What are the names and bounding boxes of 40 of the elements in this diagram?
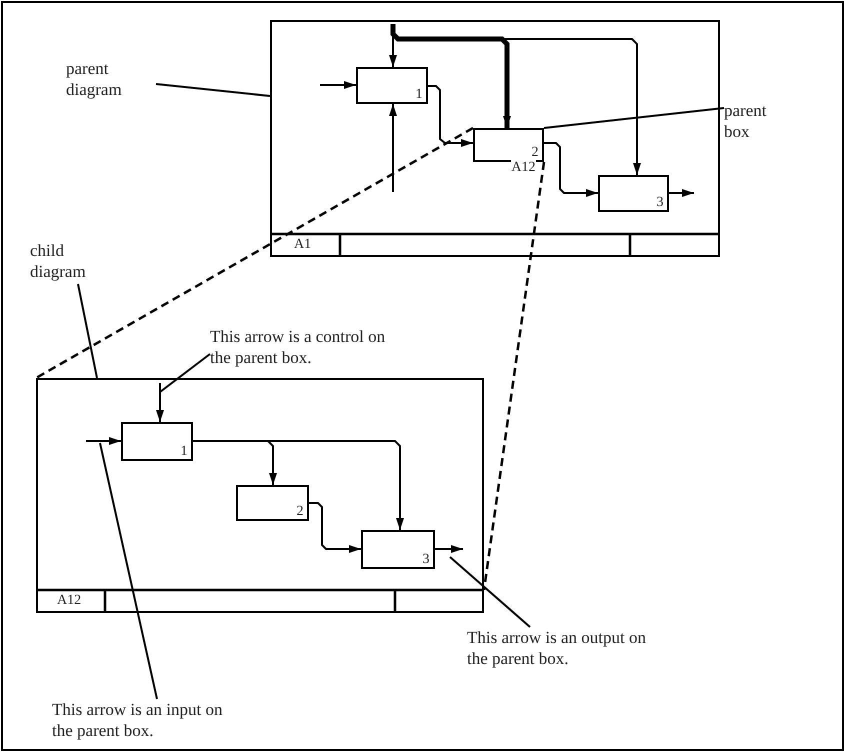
box-number: 1 xyxy=(180,444,188,458)
diagram-frame xyxy=(270,20,720,257)
callout-text: This arrow is an input on the parent box. xyxy=(52,699,227,743)
box-number: 3 xyxy=(656,196,664,210)
arrow xyxy=(309,502,361,553)
activity-box xyxy=(360,530,434,568)
activity-box xyxy=(236,484,308,520)
leader-line xyxy=(449,556,531,628)
diagram-number: A1 xyxy=(294,238,312,252)
arrow xyxy=(156,383,164,422)
arrow xyxy=(544,142,598,197)
diagram-number: A12 xyxy=(57,594,82,608)
box-number: 1 xyxy=(416,88,422,102)
arrow xyxy=(86,437,121,445)
callout-text: This arrow is an output on the parent box. xyxy=(467,627,649,671)
arrow xyxy=(390,24,511,128)
leader-line xyxy=(99,442,158,700)
arrow xyxy=(435,545,463,553)
leader-line xyxy=(156,83,270,97)
leader-line xyxy=(159,353,211,393)
arrow xyxy=(193,440,404,530)
callout-text: parent diagram xyxy=(66,58,156,100)
callout-text: This arrow is a control on the parent box. xyxy=(210,326,392,370)
arrow xyxy=(428,85,473,147)
box-number: 3 xyxy=(422,552,430,566)
diagram-frame xyxy=(36,378,484,613)
activity-box xyxy=(120,422,192,460)
activity-box xyxy=(598,174,668,212)
callout-text: parent box xyxy=(724,100,784,142)
dashed-connector xyxy=(35,126,474,380)
arrow xyxy=(320,81,356,89)
activity-box xyxy=(356,66,428,104)
arrow xyxy=(669,189,694,197)
box-number: 2 xyxy=(532,146,538,160)
arrow xyxy=(389,104,397,192)
callout-text: child diagram xyxy=(30,240,120,284)
leader-line xyxy=(77,284,98,378)
leader-line xyxy=(544,107,724,129)
dashed-connector xyxy=(482,162,546,590)
box-number: 2 xyxy=(296,504,304,518)
